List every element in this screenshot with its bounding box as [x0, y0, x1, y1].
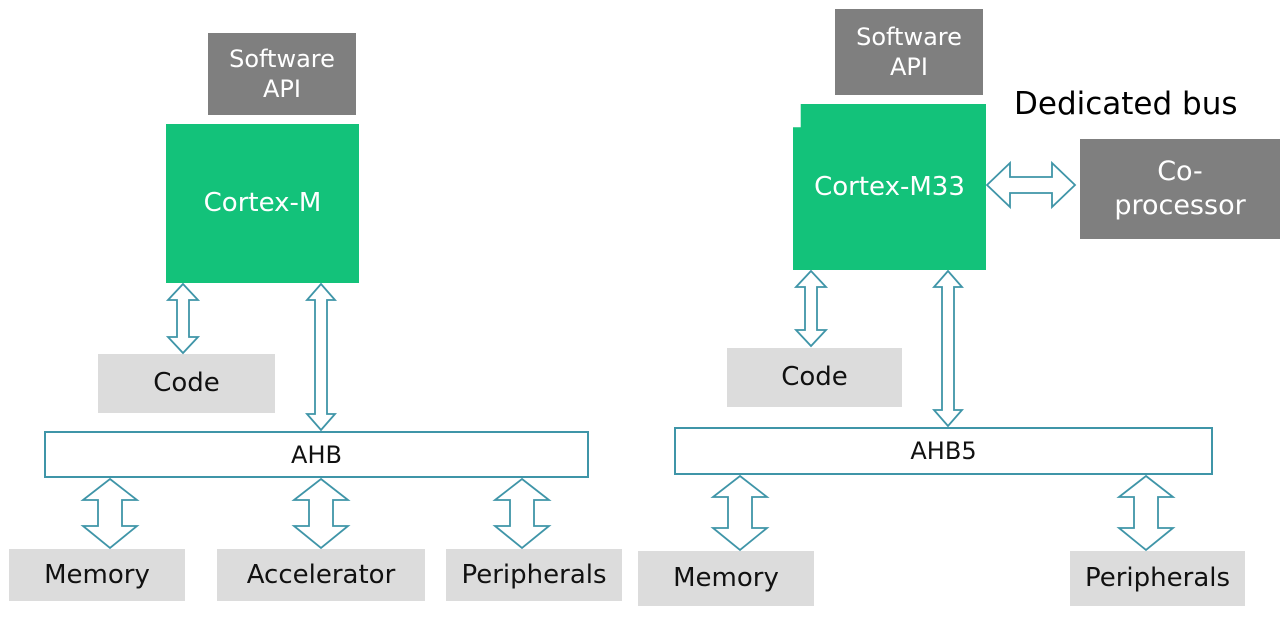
- left-memory-label: Memory: [44, 559, 150, 590]
- arrow-right-ahb5-peripherals: [1116, 474, 1176, 552]
- dedicated-bus-label: Dedicated bus: [1014, 86, 1238, 122]
- left-code-label: Code: [153, 368, 220, 399]
- arrow-right-ahb5-memory: [710, 474, 770, 552]
- right-peripherals-label: Peripherals: [1084, 563, 1231, 594]
- left-accelerator-label: Accelerator: [246, 559, 396, 590]
- right-memory-box: Memory: [638, 551, 814, 606]
- arrow-left-ahb-memory: [80, 477, 140, 550]
- right-peripherals-box: Peripherals: [1070, 551, 1245, 606]
- coprocessor-box: Co- processor: [1080, 139, 1280, 239]
- arrow-left-ahb-peripherals: [492, 477, 552, 550]
- right-code-box: Code: [727, 348, 902, 407]
- left-accelerator-box: Accelerator: [217, 549, 425, 601]
- right-ahb5-bus: AHB5: [674, 427, 1213, 475]
- right-code-label: Code: [781, 362, 848, 393]
- right-ahb5-label: AHB5: [910, 437, 977, 465]
- right-cortex-m33-label: Cortex-M33: [814, 171, 965, 202]
- left-memory-box: Memory: [9, 549, 185, 601]
- right-cortex-m33-box: Cortex-M33: [793, 104, 986, 270]
- left-peripherals-label: Peripherals: [461, 559, 607, 590]
- arrow-left-ahb-accelerator: [291, 477, 351, 550]
- arrow-right-cpu-coprocessor: [985, 160, 1077, 210]
- left-ahb-label: AHB: [291, 440, 342, 469]
- left-code-box: Code: [98, 354, 275, 413]
- arrow-right-cpu-ahb5: [932, 269, 964, 428]
- arrow-left-cpu-ahb: [305, 282, 337, 432]
- left-ahb-bus: AHB: [44, 431, 589, 478]
- arrow-right-cpu-code: [793, 269, 829, 348]
- arrow-left-cpu-code: [165, 282, 201, 355]
- left-software-api-box: Software API: [208, 33, 356, 115]
- left-cortex-m-label: Cortex-M: [203, 188, 322, 219]
- right-software-api-box: Software API: [835, 9, 983, 95]
- left-cortex-m-box: Cortex-M: [166, 124, 359, 283]
- left-peripherals-box: Peripherals: [446, 549, 622, 601]
- right-memory-label: Memory: [673, 563, 779, 594]
